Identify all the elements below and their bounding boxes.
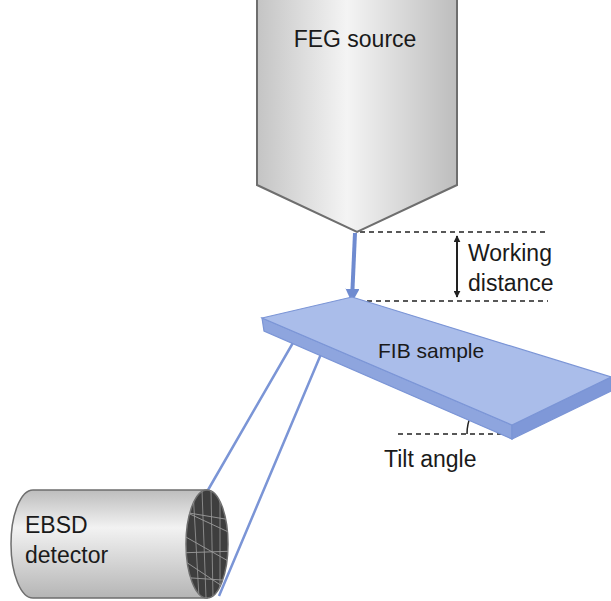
detector-body bbox=[11, 490, 207, 598]
dimension-label: Working distance bbox=[468, 238, 593, 298]
node-shape bbox=[262, 296, 611, 440]
phosphor-screen bbox=[186, 490, 228, 598]
dashed-guide bbox=[398, 433, 512, 435]
kikuchi-pattern bbox=[177, 466, 237, 601]
angle-label: Tilt angle bbox=[384, 444, 514, 474]
dashed-guide bbox=[358, 300, 548, 302]
electron-beam bbox=[352, 233, 355, 300]
node-label: EBSD detector bbox=[25, 510, 140, 570]
node-label: FIB sample bbox=[378, 340, 518, 362]
source-outline bbox=[257, 0, 457, 232]
sample-slab: FIB sample bbox=[262, 296, 611, 440]
source-column: FEG source bbox=[256, 0, 458, 233]
dashed-guide bbox=[360, 231, 548, 233]
slab-top bbox=[262, 297, 611, 425]
detector-cylinder: EBSD detector bbox=[5, 488, 231, 600]
dimension-arrow bbox=[456, 236, 458, 297]
node-label: FEG source bbox=[256, 24, 454, 54]
